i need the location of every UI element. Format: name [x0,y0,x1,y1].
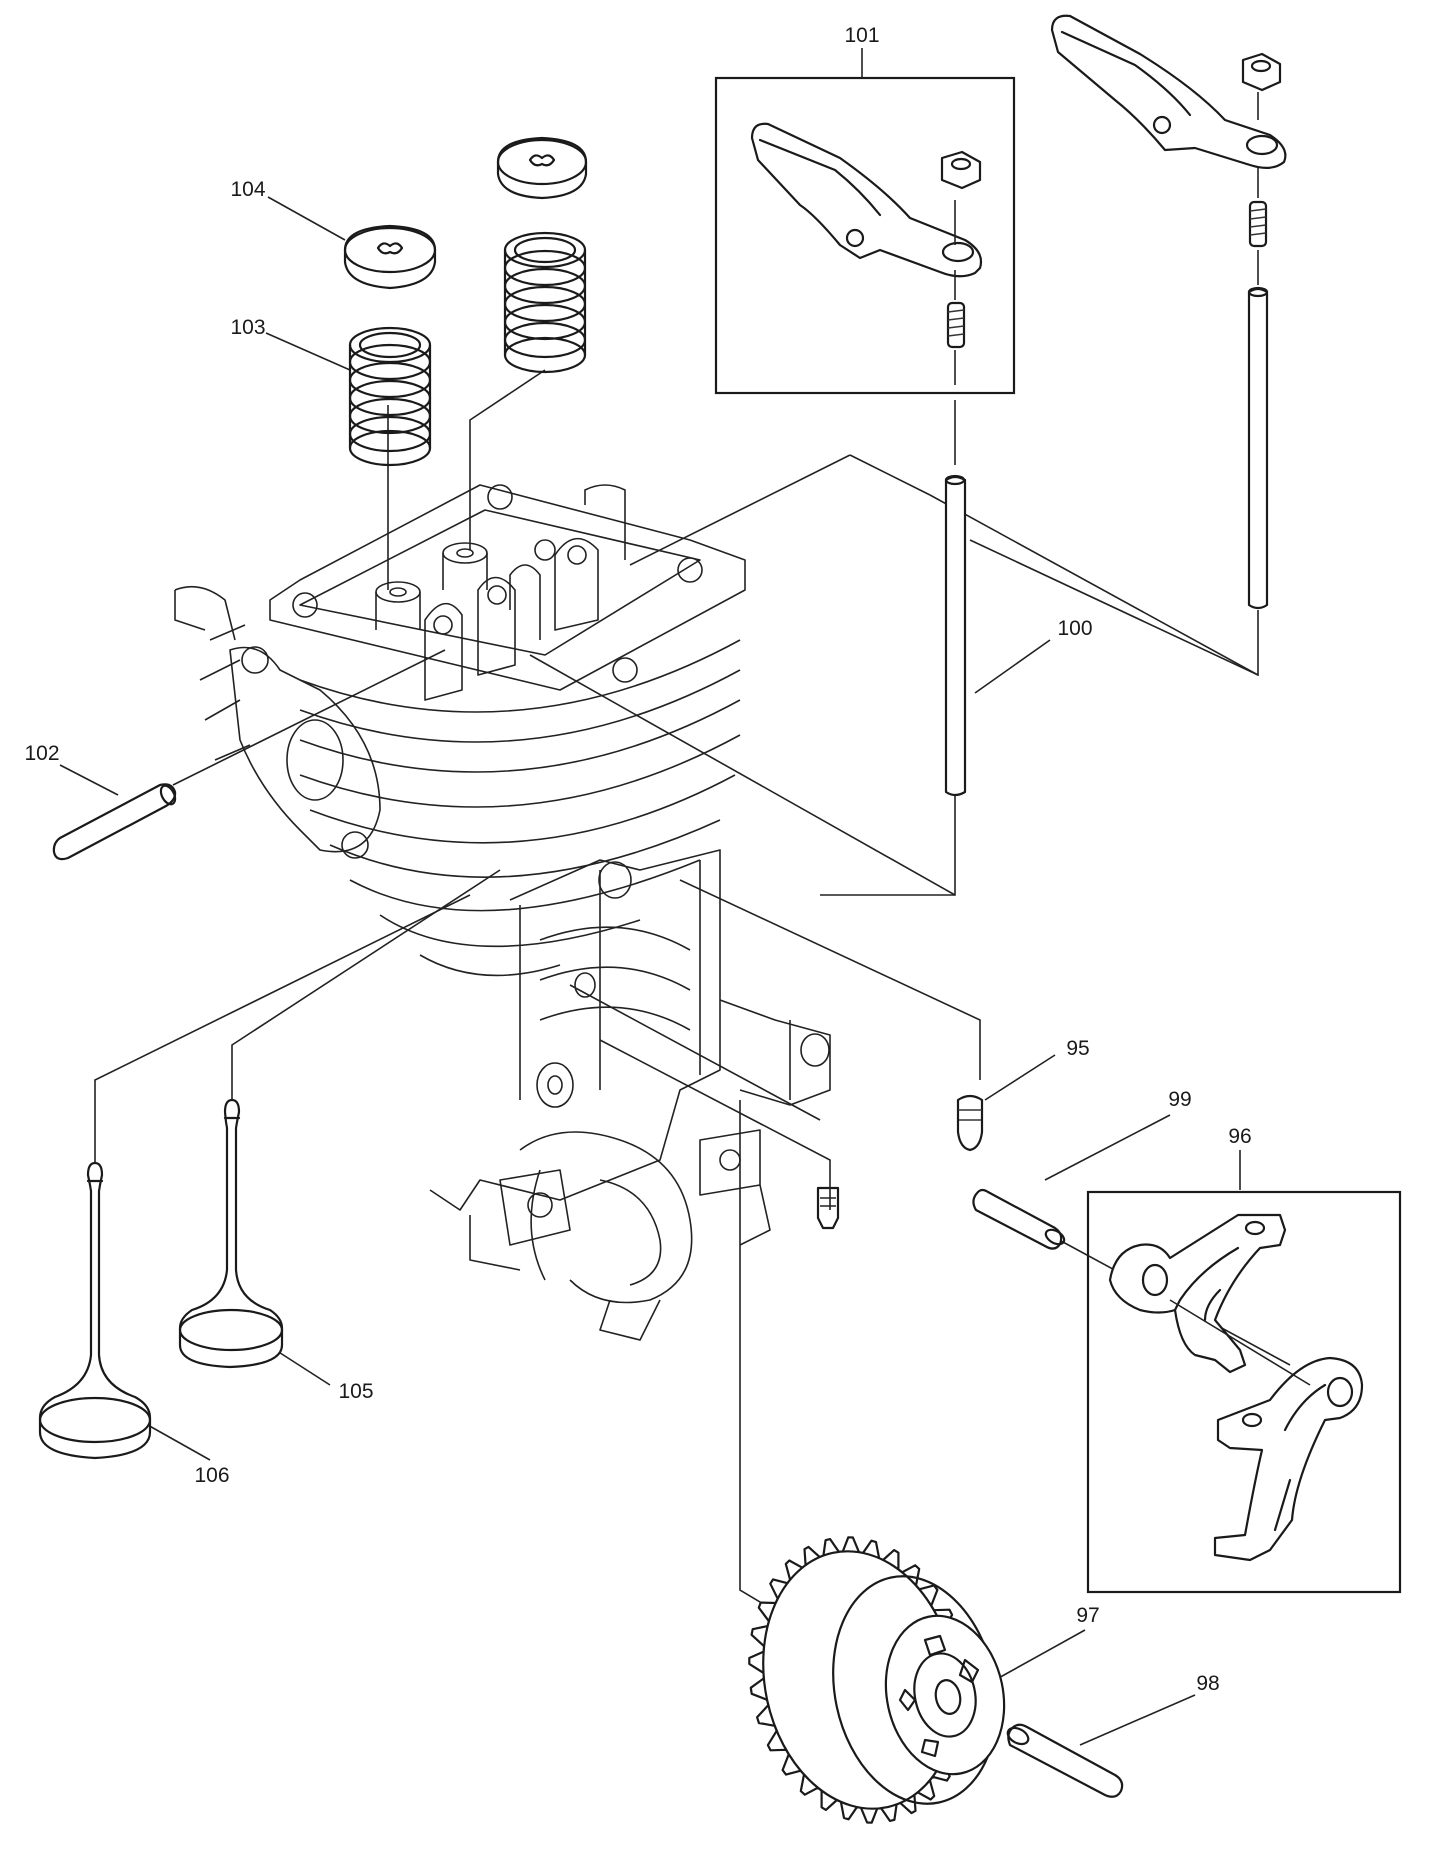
callout-100: 100 [1057,617,1092,640]
valve-spring-icon [348,231,587,467]
callout-labels: 95 96 97 98 99 100 101 102 103 104 105 1… [24,24,1251,1695]
callout-102: 102 [24,742,59,765]
cylinder-head-icon [174,484,840,1341]
cam-follower-shaft-pin-icon [972,1188,1066,1250]
cam-gear-icon [748,1536,1006,1824]
callout-95: 95 [1066,1037,1089,1060]
rocker-arm-icon [1050,14,1287,285]
callout-98: 98 [1196,1672,1219,1695]
callout-105: 105 [338,1380,373,1403]
valve-spring-retainer-icon [343,136,588,290]
rocker-shaft-pin-icon [52,783,177,861]
tappet-bolt-icon [956,1094,984,1152]
cam-follower-box-96 [1086,1190,1402,1594]
callout-97: 97 [1076,1604,1099,1627]
callout-101: 101 [844,24,879,47]
rocker-nut-icon [940,150,982,190]
callout-106: 106 [194,1464,229,1487]
callout-99: 99 [1168,1088,1191,1111]
cam-shaft-pin-icon [1006,1723,1124,1798]
valve-icon [38,1098,284,1460]
callout-104: 104 [230,178,265,201]
callout-103: 103 [230,316,265,339]
adjuster-screw-icon [946,301,966,349]
leader-lines [59,48,1291,1746]
rocker-arm-box-101 [714,76,1016,395]
rocker-arm-icon [750,122,983,278]
push-rod-icon [944,286,1269,797]
callout-96: 96 [1228,1125,1251,1148]
